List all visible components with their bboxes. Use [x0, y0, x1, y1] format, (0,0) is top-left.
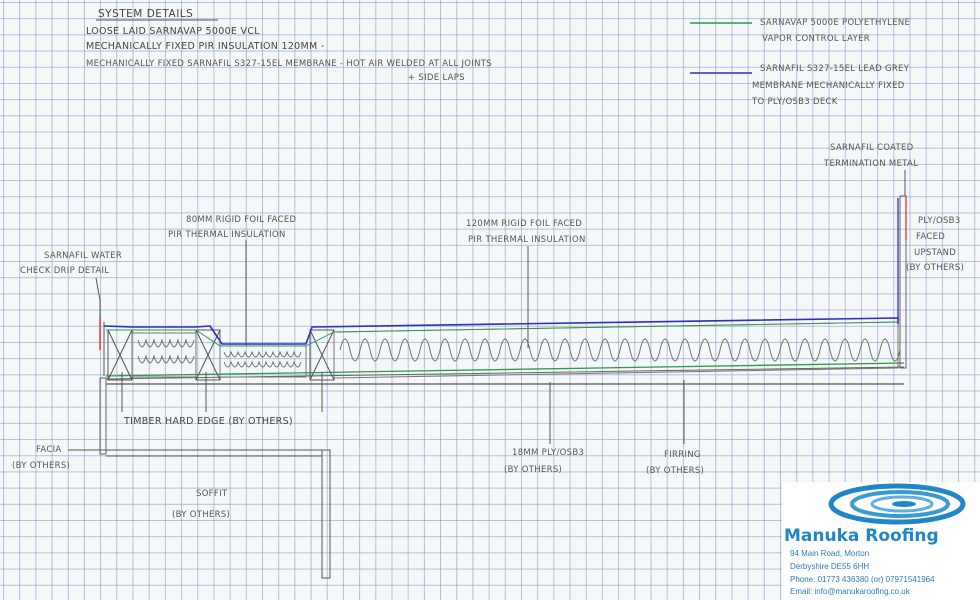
- upstand-label-2: FACED: [916, 232, 945, 242]
- firring-label-2: (BY OTHERS): [646, 466, 704, 476]
- soffit-label-1: SOFFIT: [196, 489, 228, 499]
- company-name: Manuka Roofing: [784, 526, 939, 546]
- company-block: Manuka Roofing 94 Main Road, Morton Derb…: [782, 482, 980, 600]
- soffit-label-2: (BY OTHERS): [172, 510, 230, 520]
- facia-soffit: [99, 377, 331, 579]
- facia-label-2: (BY OTHERS): [12, 461, 70, 471]
- phone-line: Phone: 01773 436380 (or) 07971541964: [790, 575, 935, 584]
- ply18-label-2: (BY OTHERS): [504, 465, 562, 475]
- drip-label-1: SARNAFIL WATER: [44, 251, 122, 261]
- rigid80-label-1: 80MM RIGID FOIL FACED: [186, 215, 297, 225]
- swirl-logo-icon: [828, 483, 966, 525]
- system-line-1: LOOSE LAID SARNAVAP 5000E VCL: [86, 26, 260, 37]
- drip-label-2: CHECK DRIP DETAIL: [20, 266, 109, 276]
- address-line-2: Derbyshire DE55 6HH: [790, 562, 870, 571]
- roof-build-up: [99, 195, 907, 385]
- facia-label-1: FACIA: [36, 445, 62, 455]
- legend-membrane-line-1: SARNAFIL S327-15EL LEAD GREY: [760, 64, 910, 74]
- termination-label-1: SARNAFIL COATED: [830, 143, 914, 153]
- address-line-1: 94 Main Road, Morton: [790, 549, 870, 558]
- rigid80-label-2: PIR THERMAL INSULATION: [168, 230, 286, 240]
- legend-vcl-line-2: VAPOR CONTROL LAYER: [762, 34, 870, 44]
- system-line-2: MECHANICALLY FIXED PIR INSULATION 120MM …: [86, 41, 325, 52]
- upstand-label-4: (BY OTHERS): [906, 263, 964, 273]
- upstand-label-1: PLY/OSB3: [918, 216, 961, 226]
- system-line-4: + SIDE LAPS: [408, 73, 465, 83]
- system-line-3: MECHANICALLY FIXED SARNAFIL S327-15EL ME…: [86, 59, 492, 69]
- legend-vcl-line-1: SARNAVAP 5000E POLYETHYLENE: [760, 18, 910, 28]
- ply18-label-1: 18MM PLY/OSB3: [512, 448, 584, 458]
- drip-leader: [95, 277, 101, 322]
- legend-membrane-line-3: TO PLY/OSB3 DECK: [751, 97, 838, 107]
- firring-label-1: FIRRING: [664, 450, 701, 460]
- hard-edge-label: TIMBER HARD EDGE (BY OTHERS): [123, 416, 293, 427]
- rigid120-label-2: PIR THERMAL INSULATION: [468, 235, 586, 245]
- system-heading: SYSTEM DETAILS: [98, 8, 193, 20]
- email-line: Email: info@manukaroofing.co.uk: [790, 587, 910, 596]
- rigid120-label-1: 120MM RIGID FOIL FACED: [466, 219, 582, 229]
- legend-membrane-line-2: MEMBRANE MECHANICALLY FIXED: [752, 81, 905, 91]
- termination-label-2: TERMINATION METAL: [823, 159, 918, 169]
- upstand-label-3: UPSTAND: [914, 248, 956, 258]
